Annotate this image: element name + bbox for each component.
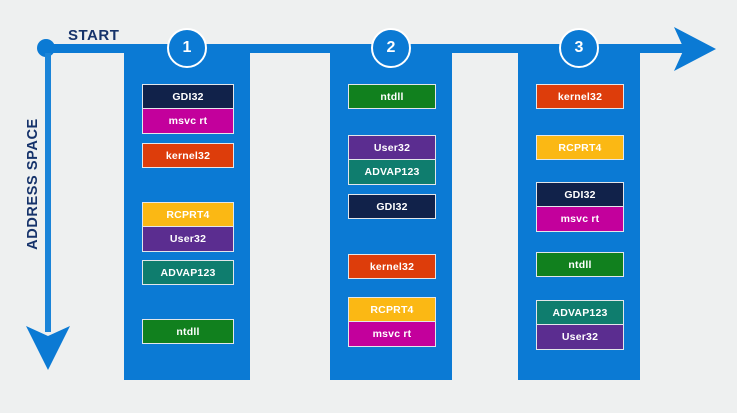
dll-group: ntdll — [142, 319, 234, 344]
dll-group: RCPRT4 — [536, 135, 624, 160]
dll-group: kernel32 — [348, 254, 436, 279]
dll-group: ADVAP123 — [142, 260, 234, 285]
dll-box-gdi32[interactable]: GDI32 — [142, 84, 234, 109]
dll-box-msvc-rt[interactable]: msvc rt — [142, 109, 234, 134]
dll-box-advap123[interactable]: ADVAP123 — [348, 160, 436, 185]
dll-box-msvc-rt[interactable]: msvc rt — [536, 207, 624, 232]
dll-group: GDI32 — [348, 194, 436, 219]
dll-box-kernel32[interactable]: kernel32 — [142, 143, 234, 168]
dll-box-ntdll[interactable]: ntdll — [536, 252, 624, 277]
arrow-down-icon — [24, 318, 72, 370]
dll-group: ntdll — [348, 84, 436, 109]
dll-box-kernel32[interactable]: kernel32 — [536, 84, 624, 109]
step-marker-2[interactable]: 2 — [371, 28, 411, 68]
dll-box-rcprt4[interactable]: RCPRT4 — [348, 297, 436, 322]
start-label: START — [68, 27, 120, 44]
dll-box-gdi32[interactable]: GDI32 — [348, 194, 436, 219]
dll-box-kernel32[interactable]: kernel32 — [348, 254, 436, 279]
dll-group: kernel32 — [142, 143, 234, 168]
dll-box-rcprt4[interactable]: RCPRT4 — [536, 135, 624, 160]
step-marker-1[interactable]: 1 — [167, 28, 207, 68]
arrow-right-icon — [660, 27, 716, 71]
step-marker-3[interactable]: 3 — [559, 28, 599, 68]
dll-box-advap123[interactable]: ADVAP123 — [142, 260, 234, 285]
dll-box-user32[interactable]: User32 — [348, 135, 436, 160]
dll-box-gdi32[interactable]: GDI32 — [536, 182, 624, 207]
dll-box-ntdll[interactable]: ntdll — [348, 84, 436, 109]
address-space-axis-line — [45, 47, 51, 332]
dll-box-advap123[interactable]: ADVAP123 — [536, 300, 624, 325]
dll-group: kernel32 — [536, 84, 624, 109]
dll-box-msvc-rt[interactable]: msvc rt — [348, 322, 436, 347]
dll-box-user32[interactable]: User32 — [536, 325, 624, 350]
dll-group: ntdll — [536, 252, 624, 277]
dll-box-rcprt4[interactable]: RCPRT4 — [142, 202, 234, 227]
address-space-label: ADDRESS SPACE — [25, 118, 41, 250]
dll-box-ntdll[interactable]: ntdll — [142, 319, 234, 344]
dll-box-user32[interactable]: User32 — [142, 227, 234, 252]
